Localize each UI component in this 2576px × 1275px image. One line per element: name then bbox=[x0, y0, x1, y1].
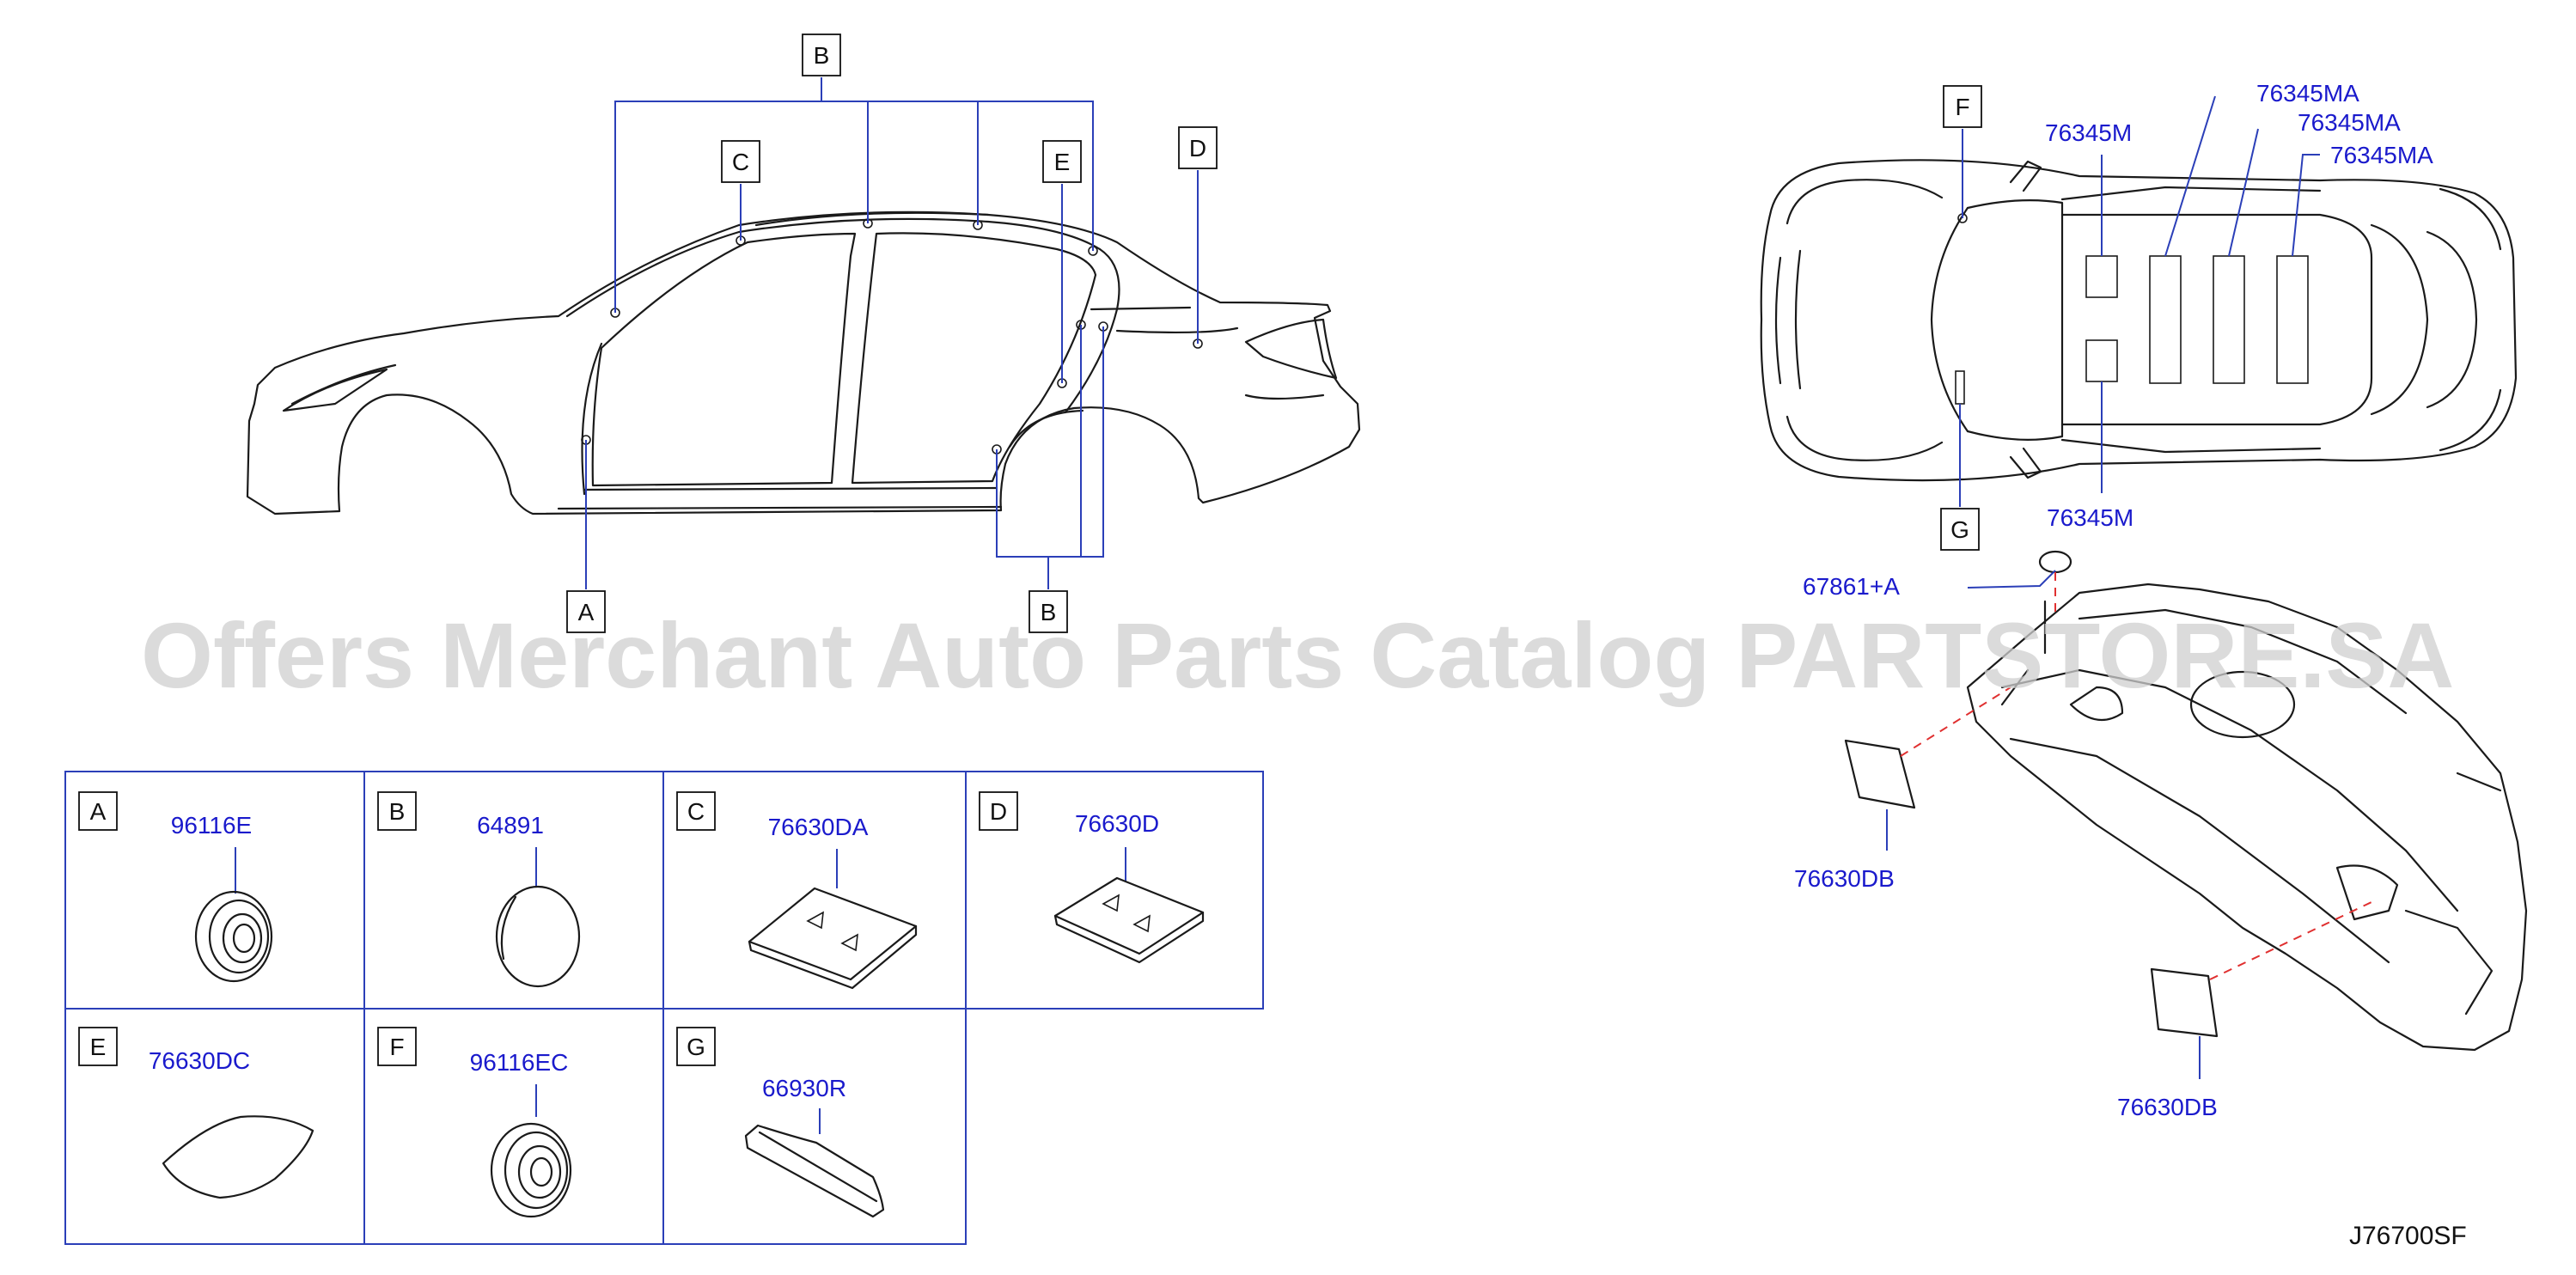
svg-text:A: A bbox=[90, 798, 107, 825]
trim-strip-icon bbox=[744, 1124, 885, 1218]
svg-text:F: F bbox=[1955, 94, 1969, 120]
diagram-code: J76700SF bbox=[2349, 1222, 2467, 1250]
plug-icon bbox=[495, 885, 581, 988]
svg-text:D: D bbox=[990, 798, 1007, 825]
label-76345m-bottom: 76345M bbox=[2047, 504, 2133, 531]
label-76630db-right: 76630DB bbox=[2117, 1094, 2218, 1120]
svg-text:B: B bbox=[389, 798, 406, 825]
label-76345ma-1: 76345MA bbox=[2256, 80, 2359, 107]
callout-e: E bbox=[1042, 140, 1082, 183]
grommet-icon bbox=[194, 890, 273, 983]
sealing-pad-icon bbox=[748, 887, 918, 990]
parts-cell-d: D 76630D bbox=[979, 791, 1205, 964]
svg-text:F: F bbox=[389, 1034, 404, 1060]
label-76345ma-2: 76345MA bbox=[2298, 109, 2401, 136]
svg-text:96116EC: 96116EC bbox=[470, 1049, 569, 1076]
svg-text:76630D: 76630D bbox=[1075, 810, 1159, 837]
callout-c: C bbox=[721, 140, 760, 183]
svg-text:C: C bbox=[687, 798, 705, 825]
pad-icon bbox=[162, 1115, 314, 1199]
svg-text:76630DA: 76630DA bbox=[768, 814, 869, 840]
svg-text:D: D bbox=[1189, 135, 1206, 162]
label-67861a: 67861+A bbox=[1803, 573, 1900, 600]
svg-text:76630DC: 76630DC bbox=[149, 1047, 250, 1074]
top-view-body bbox=[1760, 159, 2518, 482]
parts-table-grid bbox=[64, 771, 1264, 1245]
callout-b-bottom: B bbox=[1029, 590, 1068, 633]
floor-leaders bbox=[1886, 570, 2372, 1079]
svg-text:A: A bbox=[578, 599, 595, 625]
parts-cell-a: A 96116E bbox=[78, 791, 273, 983]
callout-g: G bbox=[1940, 508, 1980, 551]
svg-text:G: G bbox=[1950, 516, 1969, 543]
svg-text:64891: 64891 bbox=[477, 812, 544, 839]
parts-cell-g: G 66930R bbox=[676, 1027, 885, 1218]
parts-cell-e: E 76630DC bbox=[78, 1027, 314, 1199]
svg-text:E: E bbox=[1054, 149, 1071, 175]
svg-text:66930R: 66930R bbox=[762, 1075, 846, 1101]
label-76345m-top: 76345M bbox=[2045, 119, 2132, 146]
top-view-leaders bbox=[1959, 95, 2320, 507]
svg-text:E: E bbox=[90, 1034, 107, 1060]
sealing-pad-icon bbox=[1053, 876, 1205, 964]
callout-a: A bbox=[566, 590, 606, 633]
svg-text:B: B bbox=[1041, 599, 1057, 625]
label-76630db-left: 76630DB bbox=[1794, 865, 1895, 892]
side-view-body bbox=[246, 210, 1361, 515]
parts-cell-f: F 96116EC bbox=[377, 1027, 572, 1218]
svg-text:G: G bbox=[687, 1034, 705, 1060]
callout-d: D bbox=[1178, 126, 1218, 169]
parts-cell-c: C 76630DA bbox=[676, 791, 918, 990]
side-view-leaders bbox=[585, 77, 1199, 589]
label-76345ma-3: 76345MA bbox=[2330, 142, 2433, 168]
svg-text:B: B bbox=[814, 42, 830, 69]
parts-cell-b: B 64891 bbox=[377, 791, 581, 988]
floor-pan bbox=[1844, 550, 2528, 1052]
callout-f: F bbox=[1943, 85, 1982, 128]
callout-b-top: B bbox=[802, 34, 841, 76]
watermark: Offers Merchant Auto Parts Catalog PARTS… bbox=[141, 603, 2454, 707]
svg-text:C: C bbox=[732, 149, 749, 175]
grommet-icon bbox=[490, 1122, 572, 1218]
svg-text:96116E: 96116E bbox=[171, 812, 252, 839]
